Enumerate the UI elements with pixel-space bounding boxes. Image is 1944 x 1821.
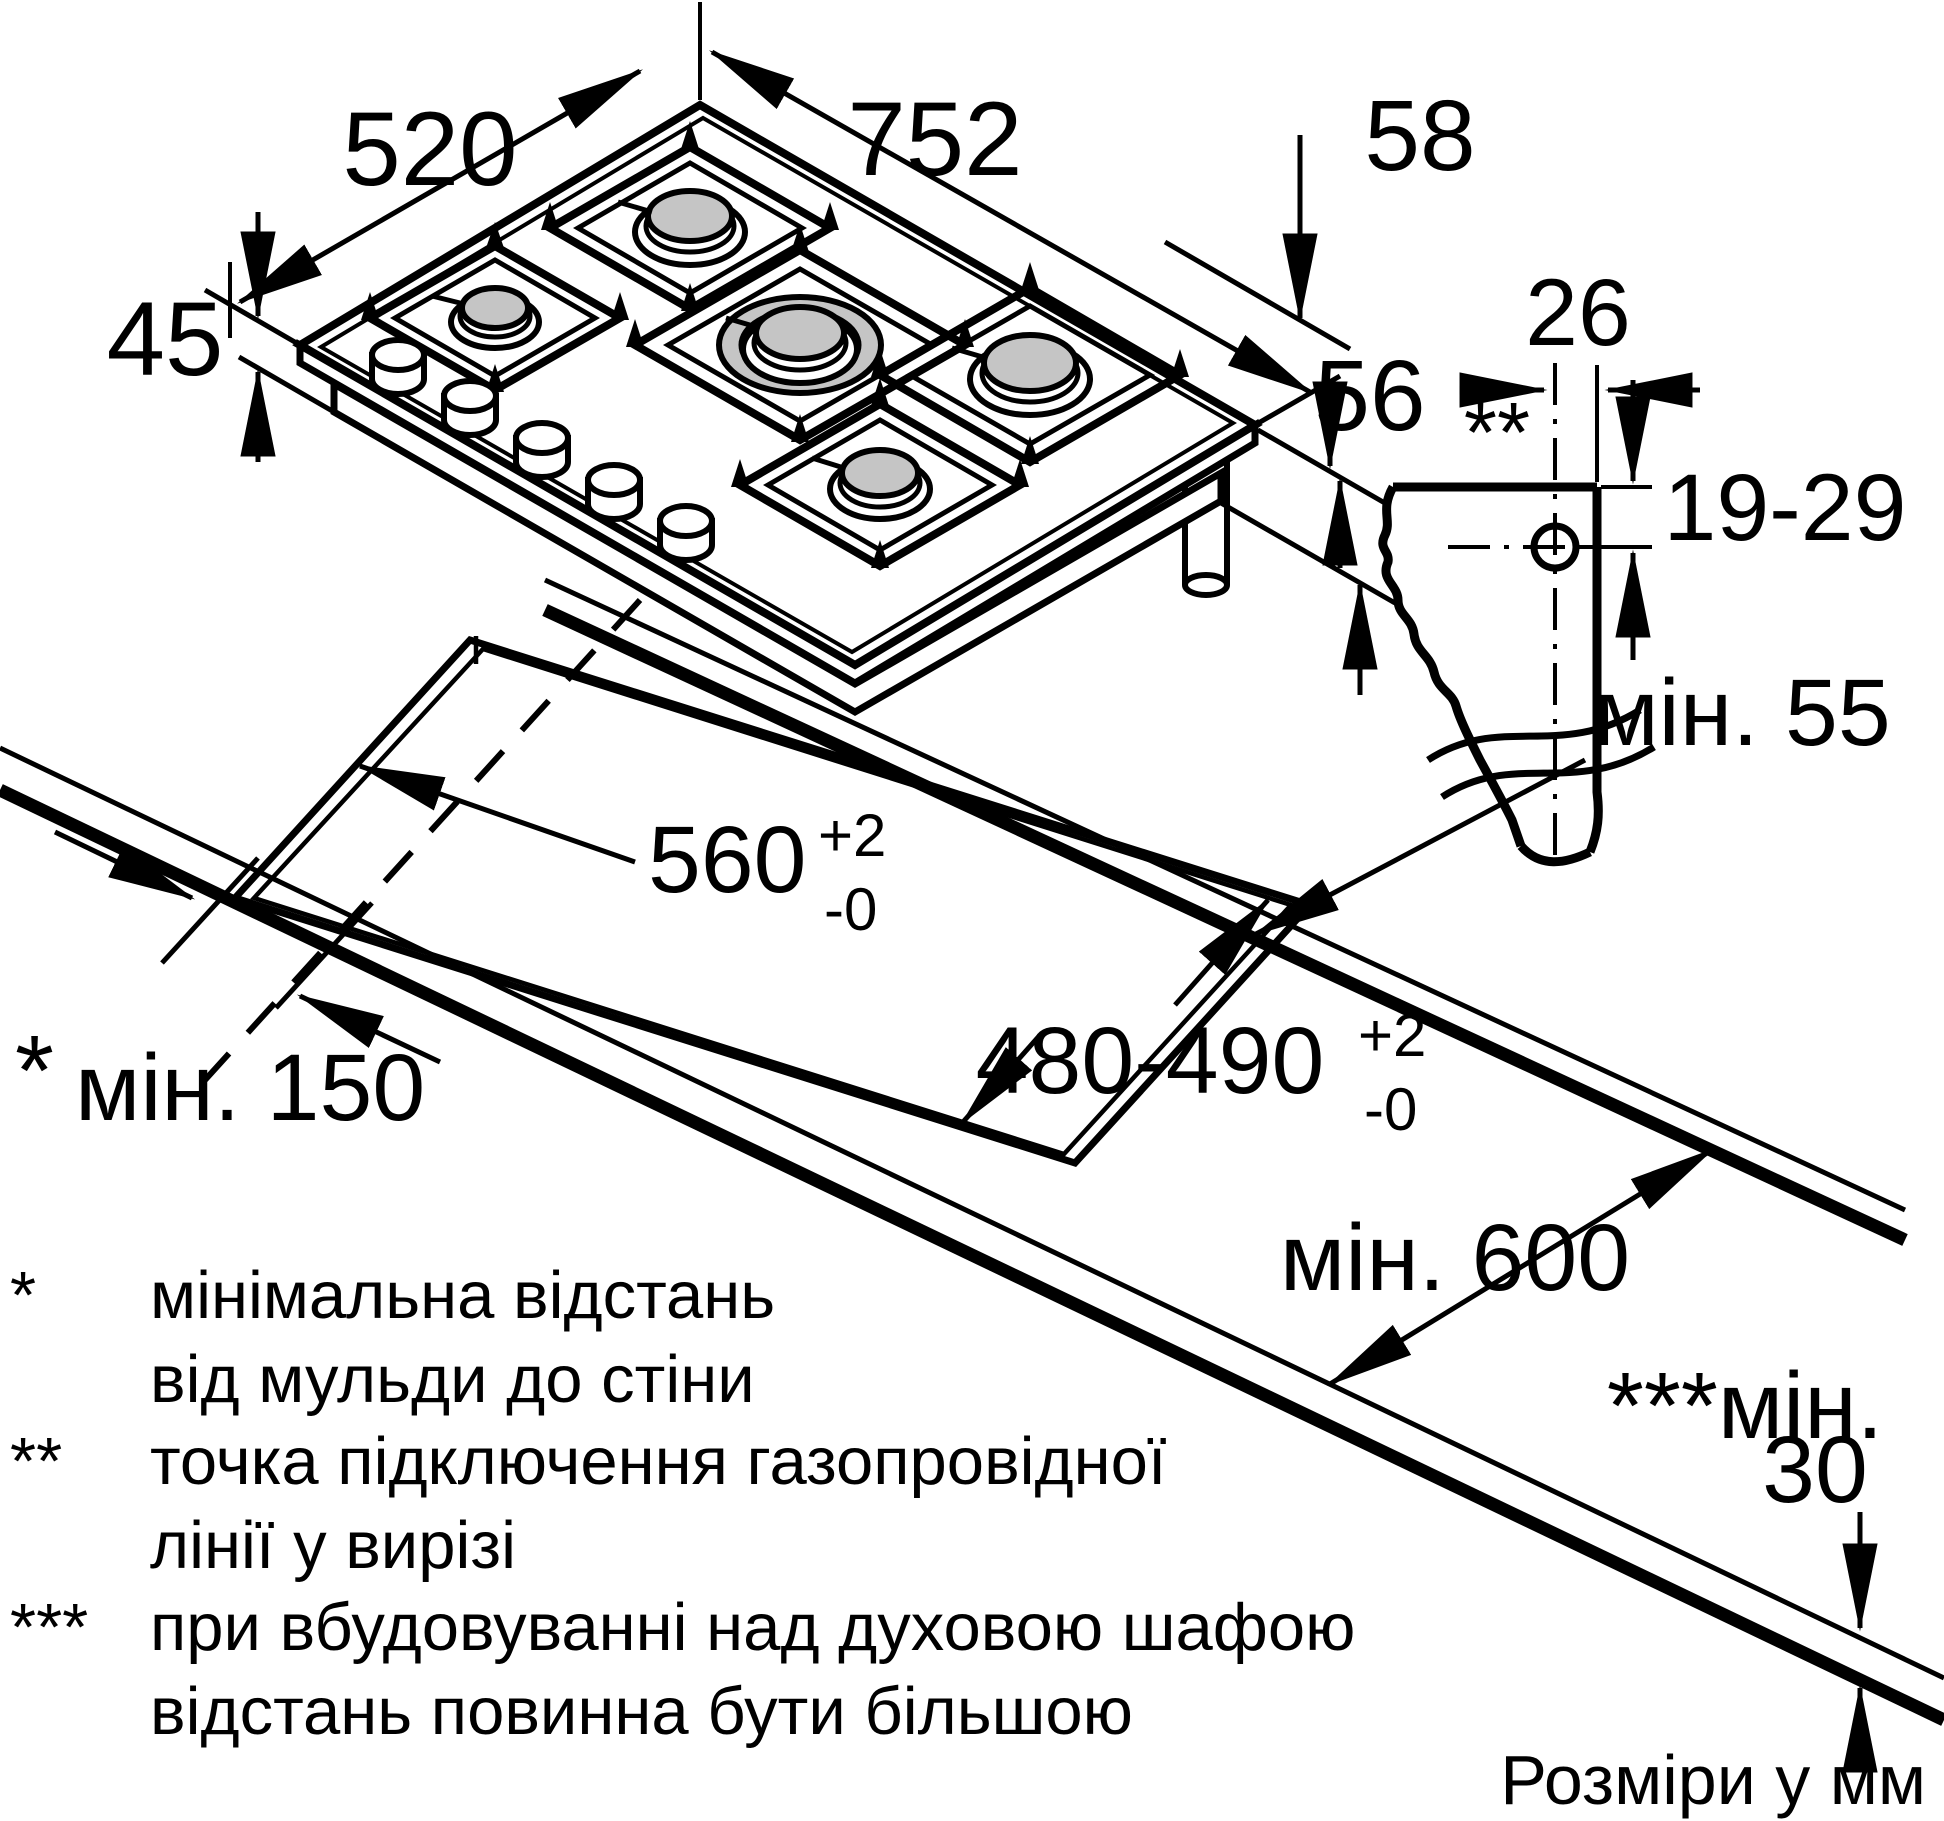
cutout-dimensions xyxy=(53,757,1878,1773)
dim-line-520 xyxy=(236,68,644,305)
grate-post xyxy=(681,283,699,311)
extension-line-bottom-level xyxy=(1219,500,1397,606)
worktop-back-edge-inner xyxy=(543,577,1907,1213)
dim-line-752 xyxy=(708,49,1314,395)
label-min-55: мін. 55 xyxy=(1593,660,1890,766)
label-offset-26: 26 xyxy=(1525,260,1631,366)
dim-arrow-480-up xyxy=(1173,897,1271,1007)
worktop-front-edge-bottom xyxy=(0,784,1944,1726)
grate-post xyxy=(1021,262,1039,290)
label-gas-marker: ** xyxy=(1464,386,1530,481)
label-min-30-value: 30 xyxy=(1762,1417,1868,1523)
label-thickness-45: 45 xyxy=(107,281,224,398)
worktop-cutout xyxy=(228,635,1317,1168)
label-depth-56: 56 xyxy=(1314,340,1425,452)
label-height-58: 58 xyxy=(1364,80,1475,192)
label-cutout-width-tol-up: +2 xyxy=(818,802,886,869)
grate-post xyxy=(731,459,749,487)
grate-post xyxy=(681,121,699,149)
detail-break-curve xyxy=(1426,707,1642,763)
detail-bottom-tip xyxy=(1517,842,1592,867)
extension-line xyxy=(237,354,336,415)
side-wall-dashed-line xyxy=(202,597,643,1083)
detail-top-right-edges xyxy=(1393,482,1602,740)
tick-line xyxy=(274,901,374,1010)
gas-pipe-end xyxy=(1182,572,1230,598)
labels: 520 752 45 58 56 26 ** 19-29 560 +2 -0 4… xyxy=(15,80,1906,1523)
dim-arrow-150-right xyxy=(296,993,442,1065)
grate-post xyxy=(1171,349,1189,377)
tick-line xyxy=(160,856,260,965)
detail-right-edge-lower xyxy=(1585,740,1603,854)
pan-support-inner xyxy=(763,417,997,553)
grate-post xyxy=(1011,459,1029,487)
cutout-inner-edge xyxy=(249,646,1296,1157)
grate-post xyxy=(871,540,889,568)
cutout-outer-edge xyxy=(228,635,1317,1168)
label-min-600: мін. 600 xyxy=(1280,1205,1630,1311)
igniter xyxy=(811,455,845,471)
grate-post xyxy=(1021,436,1039,464)
label-min-150-marker: * xyxy=(15,1015,54,1127)
label-height-19-29: 19-29 xyxy=(1664,455,1907,561)
knob xyxy=(369,337,427,397)
label-min-30-text: ***мін. xyxy=(1607,1353,1883,1459)
worktop-front-edge-top xyxy=(0,745,1944,1681)
grate-post xyxy=(626,319,644,347)
label-depth-520: 520 xyxy=(342,91,517,208)
detail-break-edge-left xyxy=(1378,484,1526,848)
burner-cap xyxy=(645,188,735,244)
knob xyxy=(441,378,499,438)
grate-post xyxy=(611,292,629,320)
label-cutout-depth-tol-up: +2 xyxy=(1358,1002,1426,1069)
worktop xyxy=(0,577,1944,1726)
dim-arrow-150-left xyxy=(53,829,196,901)
burner-front xyxy=(731,378,1029,571)
dim-line-min-600 xyxy=(1326,1147,1716,1387)
label-cutout-width: 560 xyxy=(648,807,807,913)
label-min-150: мін. 150 xyxy=(75,1035,425,1141)
grate-post xyxy=(791,414,809,442)
burner-cap xyxy=(839,447,921,499)
gas-connection-detail xyxy=(1378,363,1700,867)
control-knobs xyxy=(369,337,715,563)
burner-cap xyxy=(753,304,847,362)
dim-arrow-480-down xyxy=(960,1033,1042,1125)
knob xyxy=(657,503,715,563)
label-cutout-depth-tol-down: -0 xyxy=(1364,1076,1417,1143)
grate-post xyxy=(361,292,379,320)
burner-cap xyxy=(459,285,531,331)
leader-560 xyxy=(356,763,636,865)
knob xyxy=(585,462,643,522)
burner-cap xyxy=(981,332,1079,394)
hob-dimensions xyxy=(203,2,1397,695)
detail-break-curve xyxy=(1440,744,1656,800)
label-cutout-width-tol-down: -0 xyxy=(824,876,877,943)
label-cutout-depth: 480-490 xyxy=(976,1008,1325,1114)
extension-line-grate-level xyxy=(1163,239,1352,352)
label-width-752: 752 xyxy=(847,81,1022,198)
leader-min-55 xyxy=(1252,757,1587,937)
knob xyxy=(513,420,571,480)
